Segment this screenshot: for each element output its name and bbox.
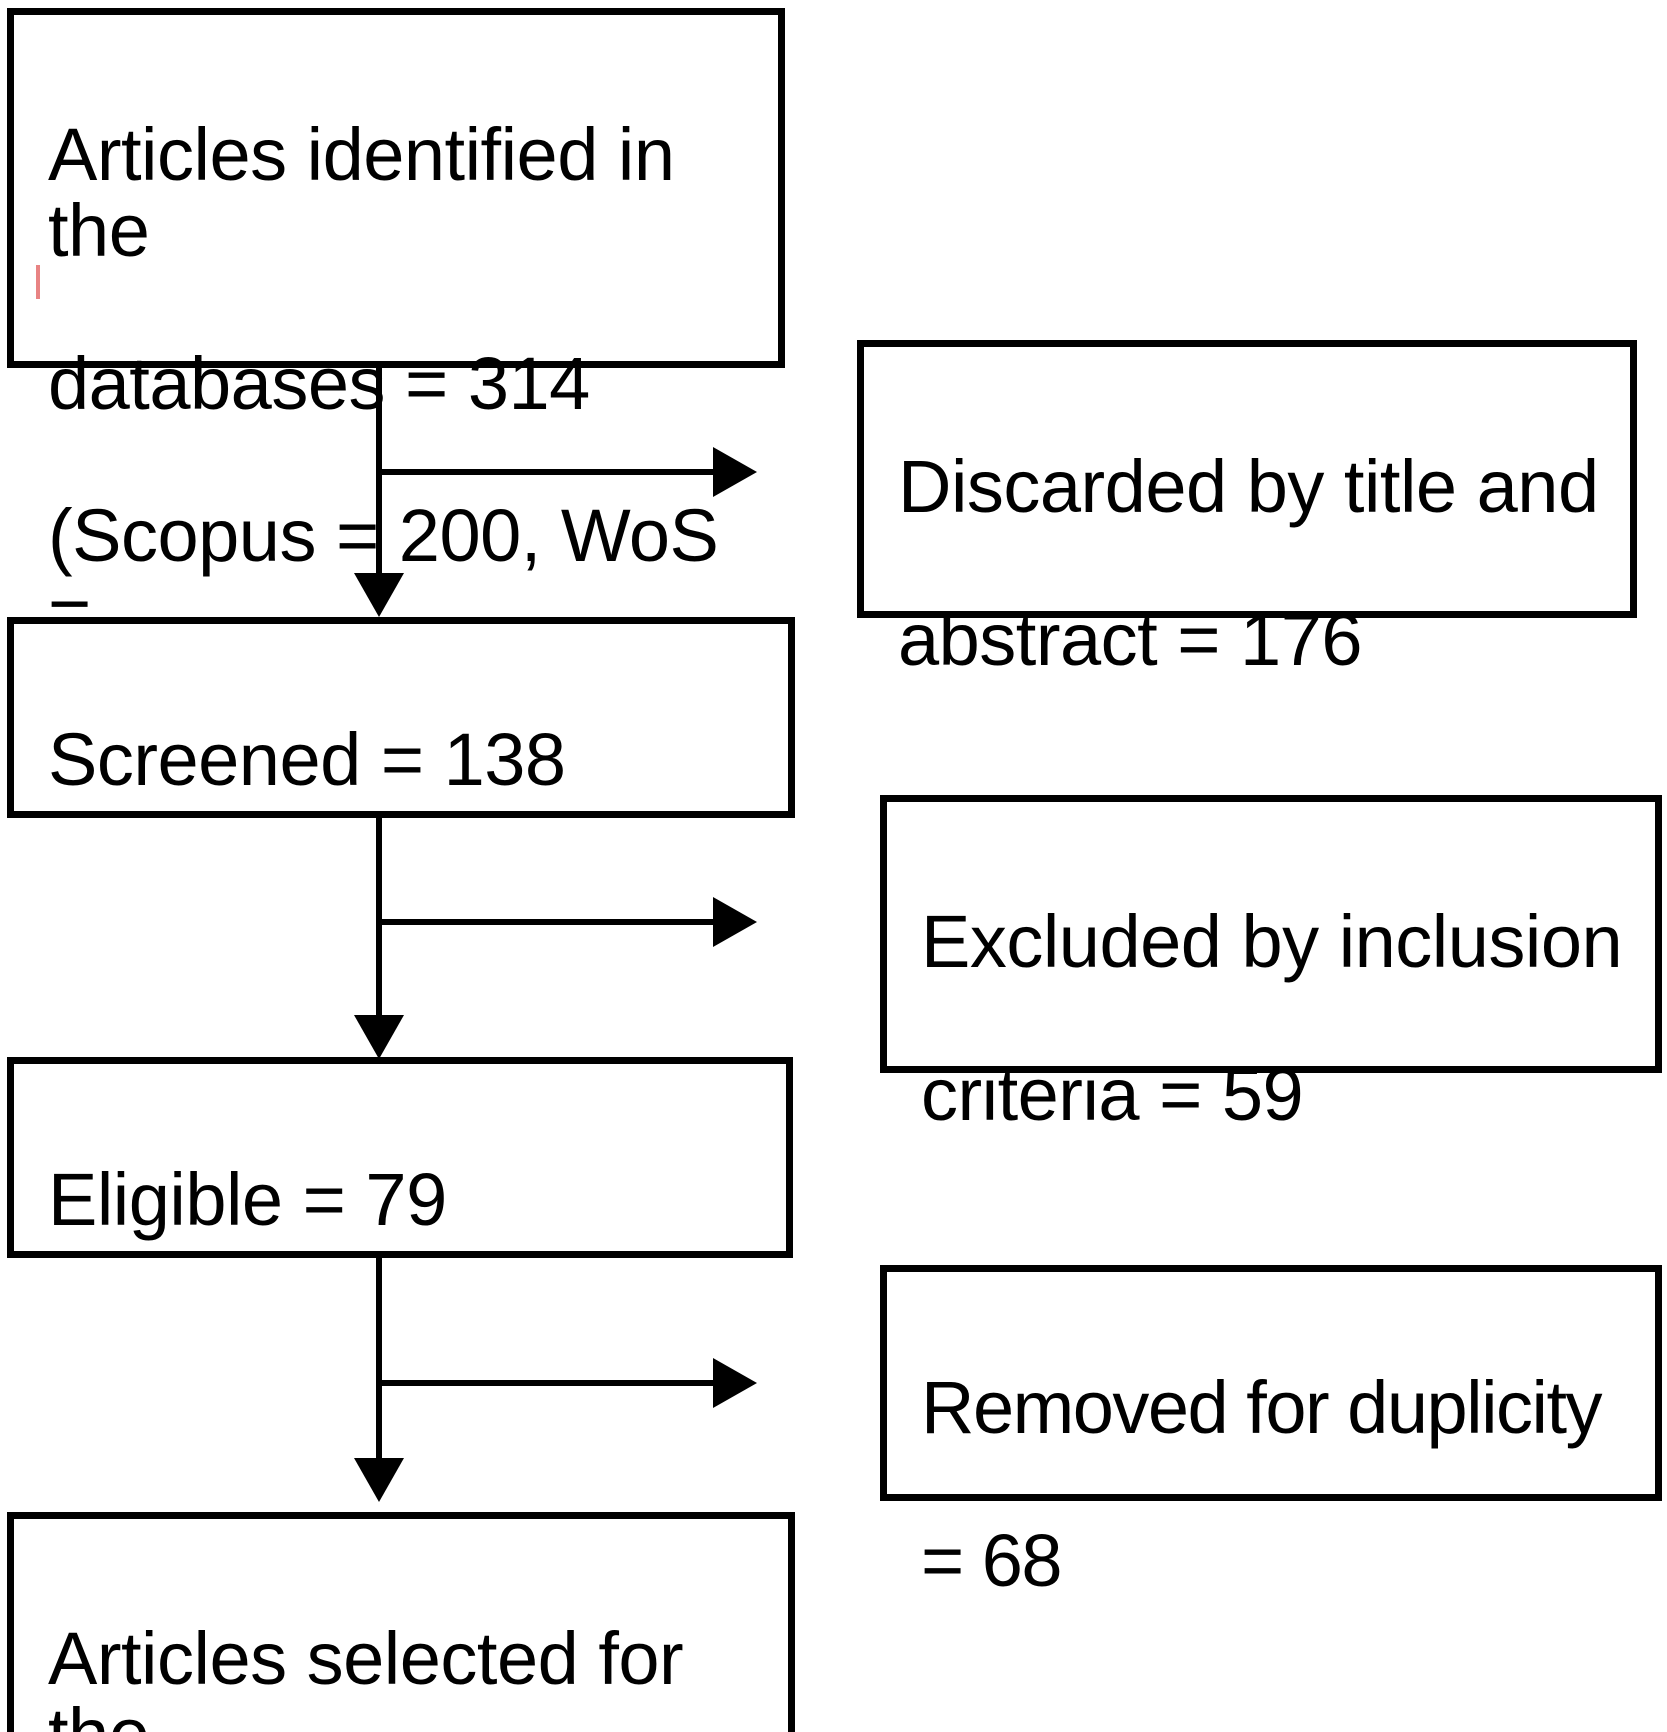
arrowhead-eligible-to-included <box>354 1458 404 1502</box>
connector-eligible-to-included-vertical <box>376 1258 382 1458</box>
eligible-line-1: Eligible = 79 <box>48 1158 447 1242</box>
connector-identified-to-discarded-horizontal <box>382 469 715 475</box>
connector-eligible-to-removed-horizontal <box>382 1380 715 1386</box>
arrowhead-eligible-to-removed <box>713 1358 757 1408</box>
box-discarded-title-abstract-text: Discarded by title and abstract = 176 <box>898 373 1620 754</box>
box-articles-selected-text: Articles selected for the review = 11 <box>48 1545 778 1732</box>
box-articles-selected: Articles selected for the review = 11 <box>7 1512 795 1732</box>
excluded-line-2: criteria = 59 <box>921 1052 1304 1136</box>
arrowhead-identified-to-screened <box>354 573 404 617</box>
identified-line-1: Articles identified in the <box>48 113 675 273</box>
box-eligible: Eligible = 79 <box>7 1057 793 1258</box>
connector-identified-to-screened-vertical <box>376 368 382 573</box>
arrowhead-screened-to-eligible <box>354 1015 404 1059</box>
stray-red-mark <box>36 265 40 299</box>
included-line-1: Articles selected for the <box>48 1617 684 1732</box>
box-removed-duplicity: Removed for duplicity = 68 <box>880 1265 1662 1598</box>
arrowhead-identified-to-discarded <box>713 447 757 497</box>
box-excluded-inclusion-criteria: Excluded by inclusion criteria = 59 <box>880 795 1662 1132</box>
excluded-line-1: Excluded by inclusion <box>921 900 1623 984</box>
identified-line-2: databases = 314 <box>48 341 590 425</box>
box-excluded-inclusion-criteria-text: Excluded by inclusion criteria = 59 <box>921 828 1645 1209</box>
box-discarded-title-abstract: Discarded by title and abstract = 176 <box>857 340 1637 677</box>
discarded-line-1: Discarded by title and <box>898 445 1599 529</box>
discarded-line-2: abstract = 176 <box>898 597 1363 681</box>
removed-line-2: = 68 <box>921 1518 1063 1602</box>
removed-line-1: Removed for duplicity <box>921 1366 1603 1450</box>
connector-screened-to-eligible-vertical <box>376 818 382 1015</box>
screened-line-1: Screened = 138 <box>48 718 566 802</box>
box-eligible-text: Eligible = 79 <box>48 1086 776 1315</box>
box-articles-identified: Articles identified in the databases = 3… <box>7 8 785 803</box>
box-screened-text: Screened = 138 <box>48 646 778 875</box>
arrowhead-screened-to-excluded <box>713 897 757 947</box>
box-screened: Screened = 138 <box>7 617 795 818</box>
identified-line-3: (Scopus = 200, WoS = <box>48 494 719 654</box>
box-removed-duplicity-text: Removed for duplicity = 68 <box>921 1294 1645 1675</box>
connector-screened-to-excluded-horizontal <box>382 919 715 925</box>
